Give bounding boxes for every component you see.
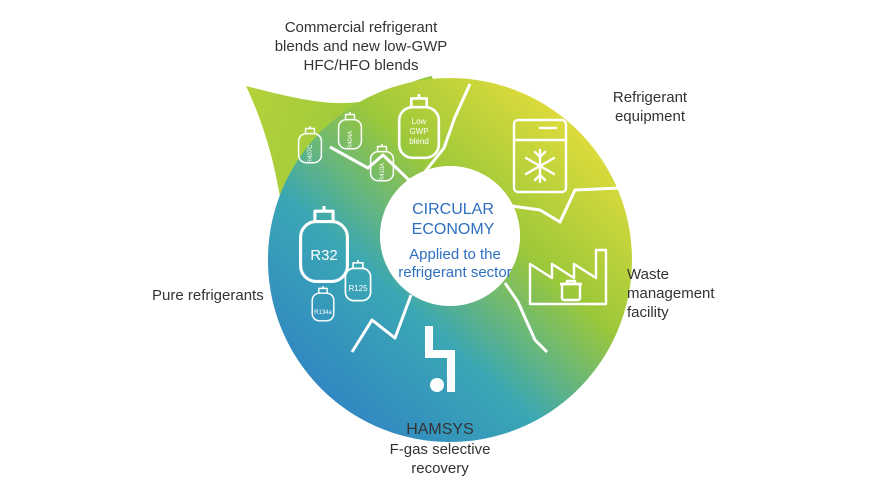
svg-text:R410A: R410A	[380, 163, 386, 181]
hamsys-logo-icon	[425, 326, 455, 392]
label-blends: Commercial refrigerant blends and new lo…	[274, 19, 448, 74]
divider-hamsys-pure	[350, 294, 413, 353]
label-hamsys: HAMSYS F-gas selective recovery	[389, 421, 491, 477]
svg-text:Low: Low	[412, 117, 427, 126]
divider-blends-equipment	[418, 83, 472, 179]
center-title-line1: CIRCULAR	[412, 201, 494, 218]
cylinder-r32: R32	[299, 206, 349, 283]
svg-text:GWP: GWP	[409, 127, 428, 136]
divider-waste-hamsys	[503, 282, 549, 354]
cylinder-low-gwp: Low GWP blend	[397, 94, 441, 160]
center-circle	[380, 166, 520, 306]
segment-dividers	[329, 83, 621, 354]
label-waste: Waste management facility	[627, 266, 715, 321]
center-title-line2: ECONOMY	[412, 221, 495, 238]
label-pure: Pure refrigerants	[152, 287, 264, 304]
center-subtitle-line2: refrigerant sector	[398, 264, 511, 281]
cylinder-r125: R125	[344, 260, 372, 302]
svg-text:R32: R32	[310, 247, 338, 264]
svg-text:R134a: R134a	[314, 310, 332, 316]
cylinder-r404a: R404A	[337, 112, 363, 150]
cylinder-r407c: R407C	[297, 126, 323, 164]
trash-bin-icon	[560, 279, 582, 302]
cylinder-r410a: R410A	[369, 144, 395, 182]
svg-text:R407C: R407C	[308, 144, 314, 163]
cylinder-r134a: R134a	[311, 286, 335, 322]
divider-blends-pure	[329, 145, 414, 185]
label-equipment: Refrigerant equipment	[612, 89, 688, 125]
factory-icon	[528, 248, 608, 306]
center-subtitle-line1: Applied to the	[409, 246, 501, 263]
refrigerator-icon	[512, 118, 568, 194]
svg-text:R125: R125	[348, 284, 368, 293]
snowflake-icon	[524, 148, 556, 184]
svg-text:R404A: R404A	[348, 131, 354, 149]
divider-equipment-waste	[504, 186, 621, 224]
svg-text:blend: blend	[409, 137, 429, 146]
